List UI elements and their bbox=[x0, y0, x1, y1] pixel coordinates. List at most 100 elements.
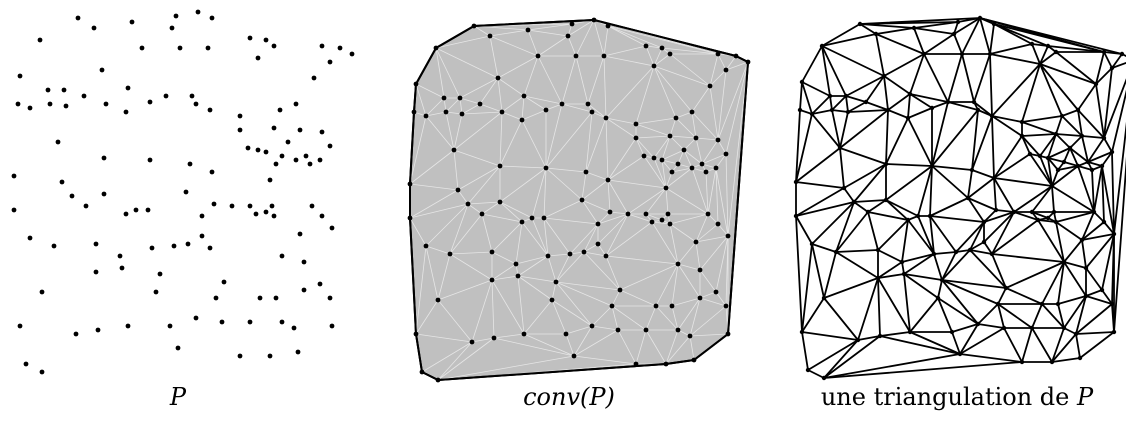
triangulation-edge bbox=[1051, 185, 1055, 213]
point bbox=[667, 221, 673, 227]
hull-inner-edge bbox=[425, 245, 439, 301]
triangulation-edge bbox=[923, 33, 955, 55]
triangulation-edge bbox=[839, 111, 849, 149]
hull-inner-edge bbox=[493, 337, 575, 357]
point bbox=[285, 139, 291, 145]
hull-inner-edge bbox=[565, 325, 593, 335]
hull-inner-edge bbox=[611, 289, 621, 307]
hull-inner-edge bbox=[467, 201, 501, 205]
triangulation-edge bbox=[913, 21, 959, 29]
triangulation-edge bbox=[847, 101, 867, 113]
hull-inner-edge bbox=[521, 95, 525, 121]
triangulation-edge bbox=[983, 211, 1015, 243]
hull-inner-edge bbox=[695, 235, 729, 243]
triangulation-edge bbox=[867, 199, 887, 213]
hull-inner-edge bbox=[653, 135, 671, 159]
point bbox=[1101, 49, 1107, 55]
hull-inner-edge bbox=[715, 167, 729, 237]
point bbox=[1119, 51, 1125, 57]
hull-inner-edge bbox=[555, 253, 571, 283]
hull-inner-edge bbox=[555, 281, 593, 327]
point bbox=[1001, 325, 1007, 331]
triangulation-edge bbox=[1031, 303, 1043, 329]
triangulation-edge bbox=[1005, 261, 1065, 289]
triangulation-edge bbox=[991, 63, 1041, 117]
hull-inner-edge bbox=[619, 289, 657, 307]
triangulation-edge bbox=[885, 117, 909, 165]
point bbox=[605, 23, 611, 29]
point bbox=[651, 155, 657, 161]
caption-point-set: P bbox=[169, 383, 187, 411]
point bbox=[83, 203, 89, 209]
hull-inner-edge bbox=[581, 199, 599, 225]
hull-inner-edge bbox=[709, 85, 719, 141]
point bbox=[565, 33, 571, 39]
point bbox=[125, 323, 131, 329]
triangulation-edge bbox=[1077, 109, 1083, 137]
point bbox=[951, 31, 957, 37]
point bbox=[99, 67, 105, 73]
hull-inner-edge bbox=[671, 263, 679, 307]
triangulation-edge bbox=[1077, 165, 1095, 213]
triangulation-edge bbox=[811, 201, 855, 245]
hull-inner-edge bbox=[605, 117, 637, 139]
triangulation-edge bbox=[1063, 261, 1087, 269]
hull-inner-edge bbox=[491, 251, 517, 265]
triangulation-edge bbox=[903, 273, 939, 299]
point bbox=[873, 31, 879, 37]
triangulation-edge bbox=[1037, 219, 1065, 263]
point bbox=[643, 43, 649, 49]
triangulation-edge bbox=[811, 109, 833, 115]
triangulation-edge bbox=[929, 215, 935, 255]
hull-inner-edge bbox=[555, 251, 585, 283]
triangulation-edge bbox=[877, 277, 911, 333]
point bbox=[591, 17, 597, 23]
triangulation-edge bbox=[917, 165, 933, 217]
triangulation-edge bbox=[1081, 211, 1095, 241]
point bbox=[541, 215, 547, 221]
hull-inner-edge bbox=[425, 111, 447, 117]
point bbox=[457, 95, 463, 101]
point bbox=[653, 303, 659, 309]
point bbox=[569, 21, 575, 27]
hull-inner-edge bbox=[627, 187, 667, 215]
point bbox=[1045, 43, 1051, 49]
point bbox=[1061, 259, 1067, 265]
point bbox=[965, 195, 971, 201]
point bbox=[271, 213, 277, 219]
hull-inner-edge bbox=[415, 333, 473, 343]
point bbox=[247, 319, 253, 325]
point bbox=[945, 99, 951, 105]
triangulation-edge bbox=[907, 117, 933, 167]
triangulation-edge bbox=[907, 107, 933, 119]
point bbox=[881, 73, 887, 79]
point bbox=[435, 377, 441, 383]
triangulation-edge bbox=[1055, 133, 1083, 137]
hull-inner-edge bbox=[585, 117, 607, 173]
triangulation-edge bbox=[951, 331, 961, 355]
point bbox=[441, 95, 447, 101]
point bbox=[279, 153, 285, 159]
hull-inner-edge bbox=[471, 337, 495, 343]
triangulation-edge bbox=[1111, 303, 1115, 333]
triangulation-edge bbox=[933, 251, 957, 255]
triangulation-edge bbox=[983, 211, 1015, 223]
hull-inner-edge bbox=[581, 179, 609, 201]
triangulation-edge bbox=[903, 253, 935, 275]
point bbox=[809, 241, 815, 247]
point bbox=[1075, 163, 1081, 169]
point bbox=[615, 327, 621, 333]
point bbox=[939, 277, 945, 283]
triangulation-edge bbox=[983, 241, 993, 255]
hull-inner-edge bbox=[543, 217, 549, 257]
triangulation-edge bbox=[1047, 147, 1071, 159]
triangulation-edge bbox=[1101, 289, 1113, 305]
triangulation-edge bbox=[901, 219, 909, 263]
hull-inner-edge bbox=[607, 179, 629, 215]
hull-inner-edge bbox=[537, 55, 563, 105]
point bbox=[1111, 231, 1117, 237]
triangulation-edge bbox=[1063, 295, 1087, 329]
point bbox=[929, 105, 935, 111]
triangulation-edge bbox=[1041, 303, 1065, 329]
hull-inner-edge bbox=[597, 213, 629, 225]
